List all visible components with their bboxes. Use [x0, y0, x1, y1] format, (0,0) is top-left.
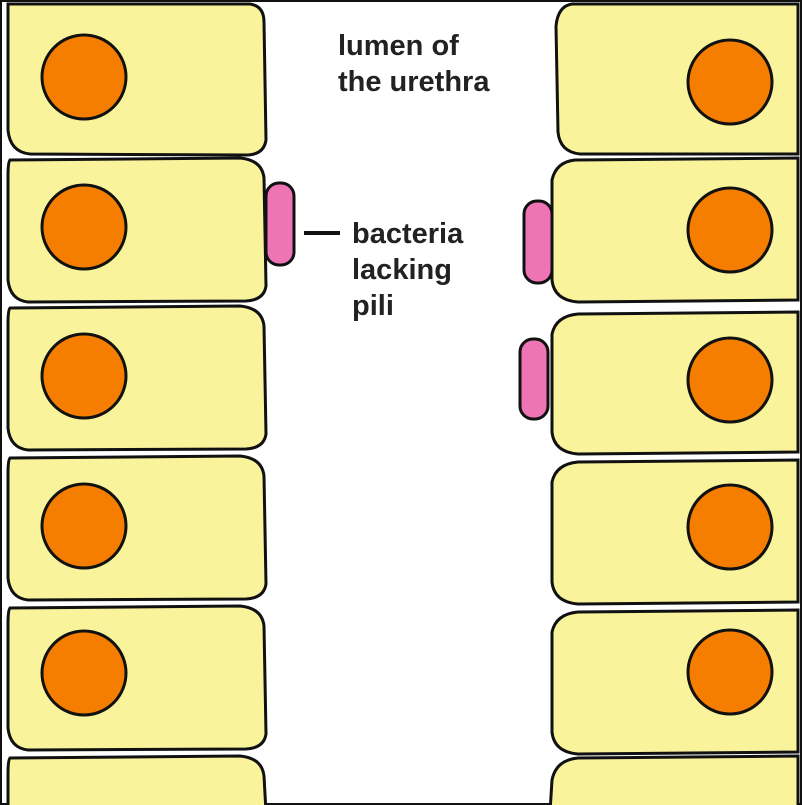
nucleus — [688, 40, 772, 124]
nucleus — [42, 185, 126, 269]
epithelial-cell — [556, 4, 798, 154]
epithelial-cell — [8, 606, 266, 750]
nucleus — [42, 334, 126, 418]
epithelial-cell — [8, 4, 266, 155]
epithelial-cell — [550, 756, 798, 805]
left-epithelium — [8, 4, 266, 805]
bacteria-label-line-1: bacteria — [352, 216, 463, 252]
epithelial-cell — [552, 312, 798, 454]
nucleus — [688, 630, 772, 714]
nucleus — [42, 35, 126, 119]
nucleus — [688, 338, 772, 422]
bacterium — [520, 339, 548, 419]
epithelial-cell — [8, 306, 266, 450]
epithelial-cell — [552, 610, 798, 754]
bacterium — [266, 183, 294, 265]
epithelial-cell — [552, 158, 798, 302]
lumen-label-line-1: lumen of — [338, 28, 489, 64]
bacteria-label-line-3: pili — [352, 288, 463, 324]
bacterium — [524, 201, 552, 283]
epithelial-cell — [8, 158, 266, 302]
epithelial-cell — [552, 460, 798, 604]
bacteria-label: bacteria lacking pili — [352, 216, 463, 324]
nucleus — [688, 485, 772, 569]
epithelial-cell — [8, 456, 266, 600]
lumen-label: lumen of the urethra — [338, 28, 489, 100]
nucleus — [688, 188, 772, 272]
nucleus — [42, 484, 126, 568]
epithelial-cell — [8, 756, 266, 805]
nucleus — [42, 631, 126, 715]
bacteria-label-line-2: lacking — [352, 252, 463, 288]
lumen-label-line-2: the urethra — [338, 64, 489, 100]
right-epithelium — [550, 4, 798, 805]
